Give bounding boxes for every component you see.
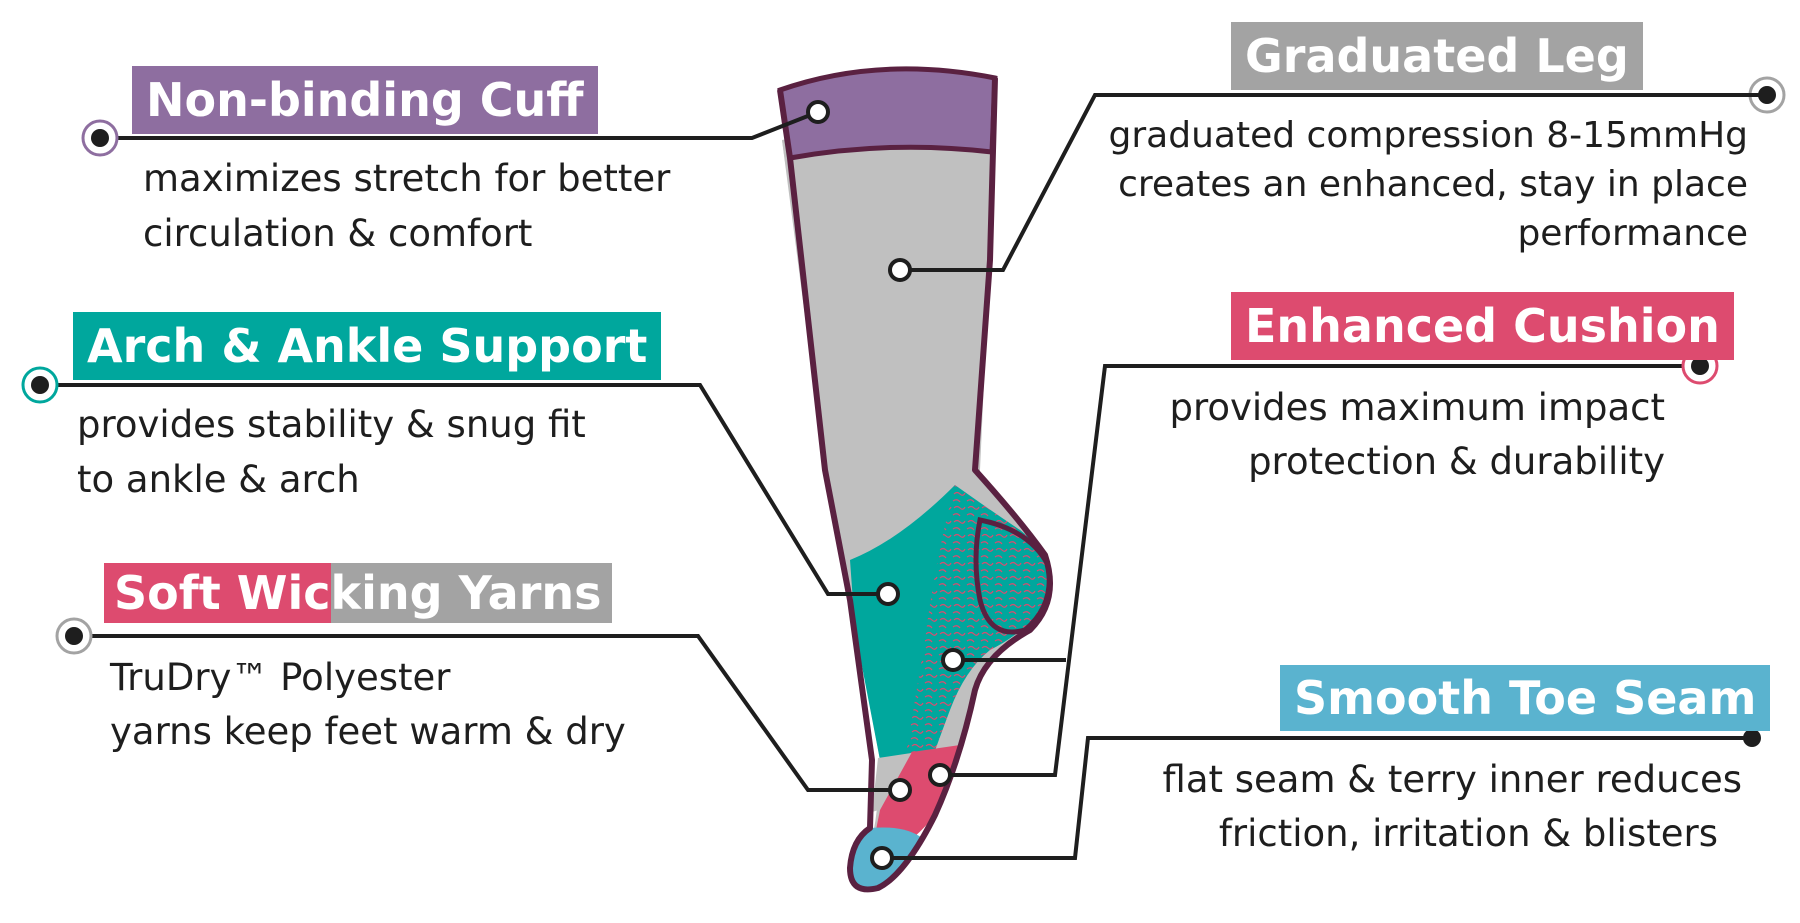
bullet-toe: [1743, 729, 1761, 747]
leader-wicking: [74, 634, 900, 792]
title-wicking-part1: Soft Wic: [104, 563, 331, 623]
bullet-wicking: [65, 627, 83, 645]
sock-markers: [806, 100, 965, 870]
leader-toe: [882, 736, 1752, 860]
title-wicking-part2: king Yarns: [330, 563, 612, 623]
marker-cuff: [806, 100, 830, 124]
desc-arch-line1: provides stability & snug fit: [77, 403, 586, 446]
sock-illustration: [777, 66, 1053, 893]
bullet-cushion: [1691, 357, 1709, 375]
marker-cushion-heel: [941, 648, 965, 672]
desc-cushion-line1: provides maximum impact: [1169, 386, 1665, 429]
desc-toe-line2: friction, irritation & blisters: [1218, 812, 1718, 855]
desc-arch-line2: to ankle & arch: [77, 458, 360, 501]
leader-cuff: [100, 110, 819, 140]
desc-wicking-line1: TruDry™ Polyester: [110, 656, 451, 699]
leader-arch: [40, 383, 888, 596]
leader-lines: [40, 93, 1752, 860]
marker-toe: [870, 846, 894, 870]
title-non-binding-cuff: Non-binding Cuff: [132, 66, 598, 134]
desc-leg-line1: graduated compression 8-15mmHg: [1108, 115, 1748, 156]
desc-leg-line3: performance: [1517, 213, 1748, 254]
title-arch-ankle-support: Arch & Ankle Support: [73, 312, 662, 380]
desc-cuff-line1: maximizes stretch for better: [143, 157, 671, 200]
desc-cuff-line2: circulation & comfort: [143, 212, 533, 255]
title-enhanced-cushion: Enhanced Cushion: [1231, 292, 1734, 360]
desc-toe-line1: flat seam & terry inner reduces: [1162, 758, 1742, 801]
bullet-cuff: [91, 129, 109, 147]
title-soft-wicking-yarns: Soft Wic king Yarns: [104, 563, 612, 623]
marker-arch: [876, 582, 900, 606]
bullet-arch: [31, 376, 49, 394]
desc-leg-line2: creates an enhanced, stay in place: [1118, 164, 1748, 205]
desc-wicking-line2: yarns keep feet warm & dry: [110, 710, 626, 753]
marker-wicking: [888, 778, 912, 802]
title-smooth-toe-seam: Smooth Toe Seam: [1280, 665, 1771, 731]
title-graduated-leg: Graduated Leg: [1231, 22, 1643, 90]
marker-leg: [888, 258, 912, 282]
desc-cushion-line2: protection & durability: [1248, 440, 1665, 483]
leader-cushion: [940, 364, 1700, 777]
leader-leg: [900, 93, 1625, 272]
marker-cushion-toe: [928, 763, 952, 787]
